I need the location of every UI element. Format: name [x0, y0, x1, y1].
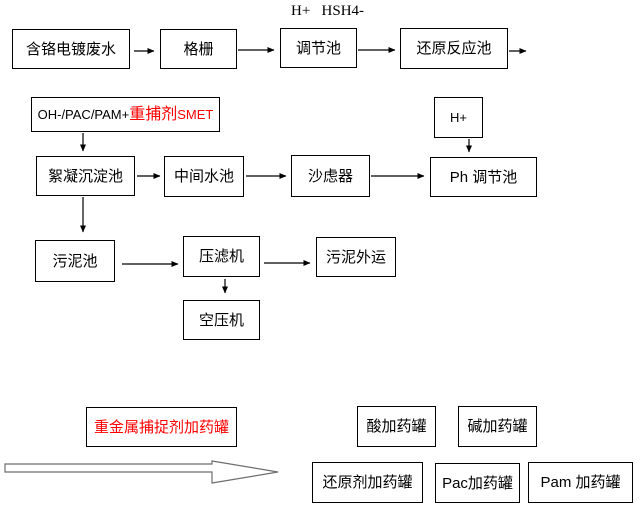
- node-filter-press: 压滤机: [183, 236, 260, 277]
- tank-reducer: 还原剂加药罐: [312, 462, 423, 503]
- node-flocculation-tank: 絮凝沉淀池: [36, 156, 135, 196]
- node-h-plus: H+: [434, 97, 483, 138]
- tank-acid: 酸加药罐: [357, 406, 436, 447]
- note-dosing-agents: OH-/PAC/PAM+重捕剂 SMET: [31, 97, 220, 132]
- node-regulating-tank: 调节池: [280, 28, 357, 68]
- node-raw-wastewater: 含铬电镀废水: [12, 29, 130, 69]
- dosing-suffix: SMET: [177, 107, 214, 122]
- node-sand-filter: 沙虑器: [291, 155, 370, 197]
- node-air-compressor: 空压机: [183, 300, 260, 340]
- tank-heavy-metal-catcher: 重金属捕捉剂加药罐: [86, 407, 237, 447]
- dosing-highlight: 重捕剂: [129, 105, 178, 123]
- tank-alkali: 碱加药罐: [458, 406, 537, 447]
- formula-annotation: H+ HSH4-: [291, 3, 365, 19]
- node-intermediate-tank: 中间水池: [164, 156, 244, 197]
- block-arrow-right: [4, 460, 279, 484]
- node-sludge-tank: 污泥池: [35, 240, 115, 282]
- dosing-prefix: OH-/PAC/PAM+: [37, 107, 130, 122]
- node-ph-regulating-tank: Ph 调节池: [430, 157, 537, 197]
- node-reduction-tank: 还原反应池: [400, 28, 508, 69]
- tank-pac: Pac加药罐: [435, 463, 520, 503]
- node-bar-screen: 格栅: [160, 29, 237, 69]
- tank-pam: Pam 加药罐: [528, 462, 633, 503]
- node-sludge-transport: 污泥外运: [316, 237, 396, 277]
